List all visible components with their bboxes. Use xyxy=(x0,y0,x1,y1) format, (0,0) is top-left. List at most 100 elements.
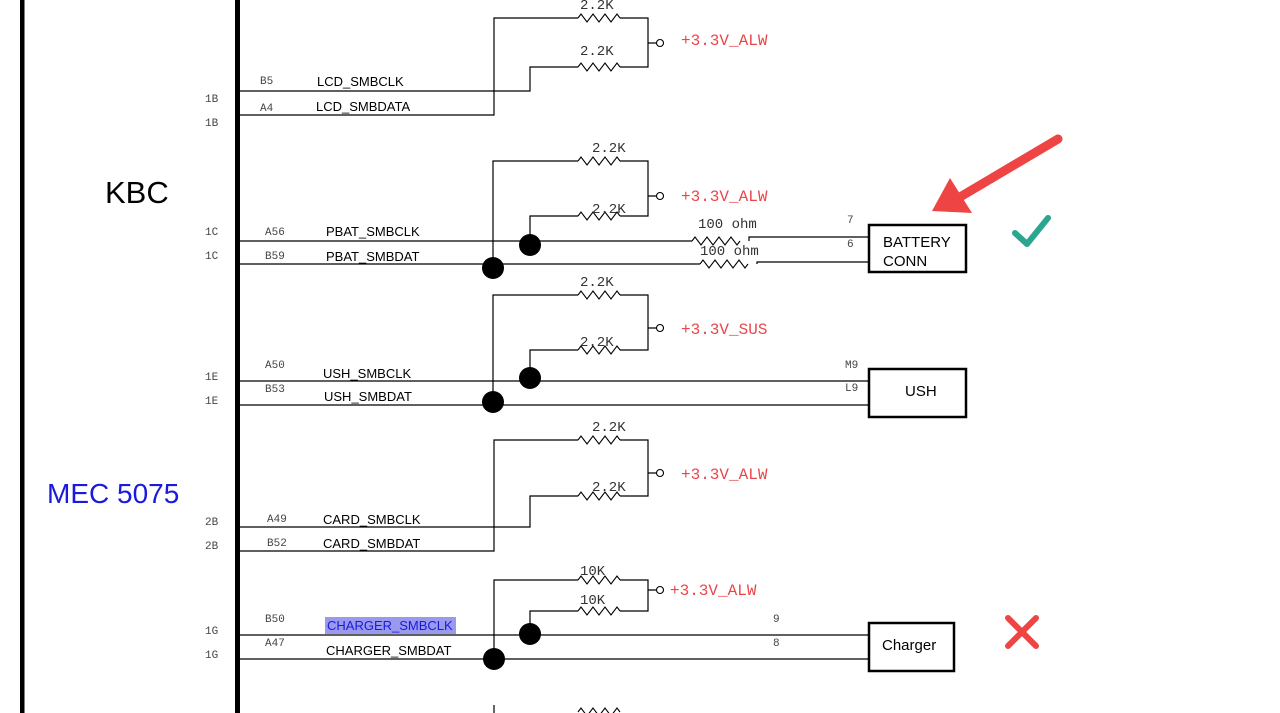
bank-label: 1C xyxy=(205,251,219,263)
wire xyxy=(756,261,868,264)
pin-label: B53 xyxy=(265,384,285,396)
connector-pin: 6 xyxy=(847,239,854,251)
wire xyxy=(620,160,656,217)
mec-label: MEC 5075 xyxy=(47,478,179,509)
bank-label: 2B xyxy=(205,517,219,529)
resistor-value: 2.2K xyxy=(580,44,614,60)
junction-dot xyxy=(483,648,505,670)
rail-terminal xyxy=(655,191,665,201)
cross-mark-icon xyxy=(1005,615,1039,649)
charger-box xyxy=(867,621,956,673)
junction-dot xyxy=(519,367,541,389)
power-rail-label: +3.3V_ALW xyxy=(681,32,768,50)
resistor xyxy=(577,345,621,355)
battery-connector-label: CONN xyxy=(883,253,927,270)
signal-label: USH_SMBDAT xyxy=(324,389,412,404)
battery-connector-label: BATTERY xyxy=(883,234,951,251)
signal-label: PBAT_SMBDAT xyxy=(326,249,419,264)
resistor xyxy=(577,606,621,616)
junction-dot xyxy=(519,623,541,645)
connector-pin: L9 xyxy=(845,383,858,395)
resistor xyxy=(577,13,621,23)
wire xyxy=(240,17,578,116)
signal-label: LCD_SMBCLK xyxy=(317,74,404,89)
chip-right-edge xyxy=(235,0,240,713)
bank-label: 1G xyxy=(205,650,218,662)
pin-label: A56 xyxy=(265,227,285,239)
kbc-label: KBC xyxy=(105,175,169,210)
rail-terminal xyxy=(655,468,665,478)
pin-label: A47 xyxy=(265,638,285,650)
signal-label: USH_SMBCLK xyxy=(323,366,411,381)
junction-dot xyxy=(482,391,504,413)
wire xyxy=(240,66,578,92)
wire xyxy=(492,294,578,402)
resistor xyxy=(577,211,621,221)
lcd-smbus-group: 1B 1B B5 A4 LCD_SMBCLK LCD_SMBDATA 2.2K … xyxy=(205,0,768,130)
power-rail-label: +3.3V_ALW xyxy=(681,466,768,484)
resistor xyxy=(577,156,621,166)
resistor-value: 2.2K xyxy=(592,141,626,157)
bank-label: 1C xyxy=(205,227,219,239)
battery-connector-box xyxy=(867,223,968,274)
bank-label: 1G xyxy=(205,626,218,638)
signal-label: CARD_SMBDAT xyxy=(323,536,420,551)
bank-label: 1B xyxy=(205,94,219,106)
resistor-value: 2.2K xyxy=(580,335,614,351)
signal-label: LCD_SMBDATA xyxy=(316,99,410,114)
ush-smbus-group: 1E 1E A50 B53 USH_SMBCLK USH_SMBDAT 2.2K… xyxy=(205,275,968,419)
chip-left-edge xyxy=(20,0,25,713)
series-resistor xyxy=(691,236,741,246)
pin-label: A50 xyxy=(265,360,285,372)
wire xyxy=(620,439,656,497)
pin-label: B50 xyxy=(265,614,285,626)
connector-pin: 9 xyxy=(773,614,780,626)
resistor-value: 2.2K xyxy=(580,0,614,14)
resistor-value: 100 ohm xyxy=(698,217,757,233)
pin-label: A49 xyxy=(267,514,287,526)
wire xyxy=(493,579,578,657)
text-selection-highlight xyxy=(325,617,456,634)
resistor xyxy=(577,575,621,585)
bank-label: 1E xyxy=(205,396,219,408)
resistor xyxy=(577,707,621,713)
rail-terminal xyxy=(655,585,665,595)
rail-terminal xyxy=(655,323,665,333)
resistor-value: 2.2K xyxy=(592,420,626,436)
pbat-smbus-group: 1C 1C A56 B59 PBAT_SMBCLK PBAT_SMBDAT 2.… xyxy=(205,141,968,279)
resistor-value: 100 ohm xyxy=(700,244,759,260)
bank-label: 1B xyxy=(205,118,219,130)
connector-pin: 7 xyxy=(847,215,854,227)
signal-label: PBAT_SMBCLK xyxy=(326,224,420,239)
red-arrow-icon xyxy=(932,134,1063,213)
signal-label: CHARGER_SMBDAT xyxy=(326,643,452,658)
wire xyxy=(492,160,578,268)
signal-label-selected[interactable]: CHARGER_SMBCLK xyxy=(327,618,453,633)
junction-dot xyxy=(482,257,504,279)
charger-smbus-group: 1G 1G B50 A47 CHARGER_SMBCLK CHARGER_SMB… xyxy=(205,564,956,673)
pin-label: B59 xyxy=(265,251,285,263)
card-smbus-group: 2B 2B A49 B52 CARD_SMBCLK CARD_SMBDAT 2.… xyxy=(205,420,768,553)
ush-box xyxy=(867,367,968,419)
power-rail-label: +3.3V_ALW xyxy=(670,582,757,600)
wire xyxy=(240,495,578,528)
bank-label: 1E xyxy=(205,372,219,384)
wire xyxy=(620,579,656,612)
resistor xyxy=(577,491,621,501)
connector-pin: 8 xyxy=(773,638,780,650)
resistor xyxy=(577,290,621,300)
resistor xyxy=(577,62,621,72)
resistor-value: 10K xyxy=(580,593,606,609)
pin-label: B52 xyxy=(267,538,287,550)
resistor xyxy=(577,435,621,445)
bank-label: 2B xyxy=(205,541,219,553)
resistor-value: 2.2K xyxy=(592,202,626,218)
wire xyxy=(240,439,578,552)
pin-label: B5 xyxy=(260,76,273,88)
resistor-value: 10K xyxy=(580,564,606,580)
series-resistor xyxy=(699,259,749,269)
junction-dot xyxy=(519,234,541,256)
wire xyxy=(748,236,868,241)
wire xyxy=(620,294,656,351)
